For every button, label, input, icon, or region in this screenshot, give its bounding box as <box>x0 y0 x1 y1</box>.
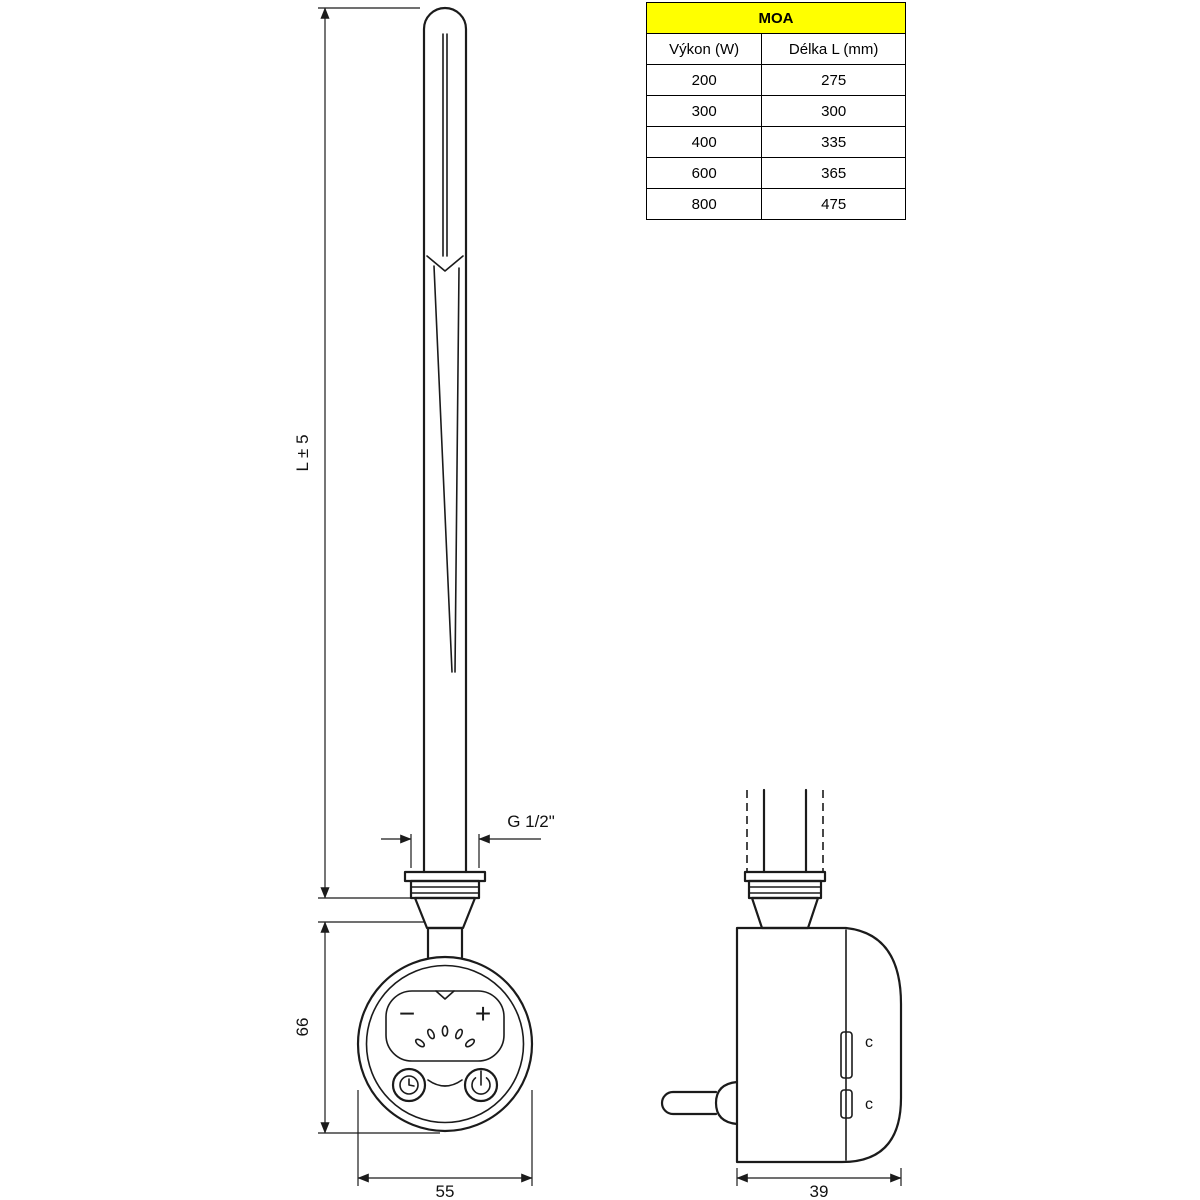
dim-head-width-label: 55 <box>436 1182 455 1200</box>
dim-length: L ± 5 <box>293 7 420 899</box>
dim-head-width: 55 <box>357 1090 533 1200</box>
cell-power: 300 <box>645 95 763 127</box>
table-row: 400 335 <box>645 126 906 158</box>
timer-button <box>391 1067 427 1103</box>
minus-label: − <box>399 998 415 1029</box>
plus-label: + <box>475 998 491 1029</box>
dim-depth: 39 <box>736 1168 902 1200</box>
col-header-power: Výkon (W) <box>645 33 763 65</box>
dim-head-height: 66 <box>293 921 440 1134</box>
clock-icon <box>399 1075 419 1095</box>
clip-label-bottom: c <box>865 1096 873 1113</box>
table-row: 200 275 <box>645 64 906 96</box>
pipe-phantom-lines <box>746 788 824 874</box>
thread-fitting-side <box>743 870 827 930</box>
table-row: 600 365 <box>645 157 906 189</box>
cell-power: 800 <box>645 188 763 220</box>
col-header-length: Délka L (mm) <box>761 33 906 65</box>
dim-head-height-label: 66 <box>293 1018 312 1037</box>
cell-length: 365 <box>761 157 906 189</box>
spec-table: MOA Výkon (W) Délka L (mm) 200 275 300 3… <box>645 2 906 220</box>
cell-length: 475 <box>761 188 906 220</box>
heating-rod-outline <box>422 6 468 874</box>
table-row: 300 300 <box>645 95 906 127</box>
dim-length-label: L ± 5 <box>293 434 312 471</box>
cell-power: 600 <box>645 157 763 189</box>
side-view: c c 39 <box>660 788 903 1200</box>
clip-label-top: c <box>865 1034 873 1051</box>
dim-thread: G 1/2" <box>381 812 555 868</box>
thread-size-label: G 1/2" <box>507 812 555 831</box>
table-row: 800 475 <box>645 188 906 220</box>
front-view: − + L ± 5 66 55 <box>293 6 555 1200</box>
thermostat-head-front <box>356 955 534 1133</box>
thread-fitting <box>403 870 487 959</box>
power-button <box>463 1067 499 1103</box>
cell-length: 275 <box>761 64 906 96</box>
cell-power: 200 <box>645 64 763 96</box>
cell-length: 335 <box>761 126 906 158</box>
cell-length: 300 <box>761 95 906 127</box>
cell-power: 400 <box>645 126 763 158</box>
thermostat-head-side <box>660 926 903 1164</box>
power-icon <box>471 1070 491 1095</box>
dim-depth-label: 39 <box>810 1182 829 1200</box>
table-title: MOA <box>646 2 906 34</box>
level-indicator-ticks <box>414 1025 476 1048</box>
table-header-row: Výkon (W) Délka L (mm) <box>645 33 906 65</box>
